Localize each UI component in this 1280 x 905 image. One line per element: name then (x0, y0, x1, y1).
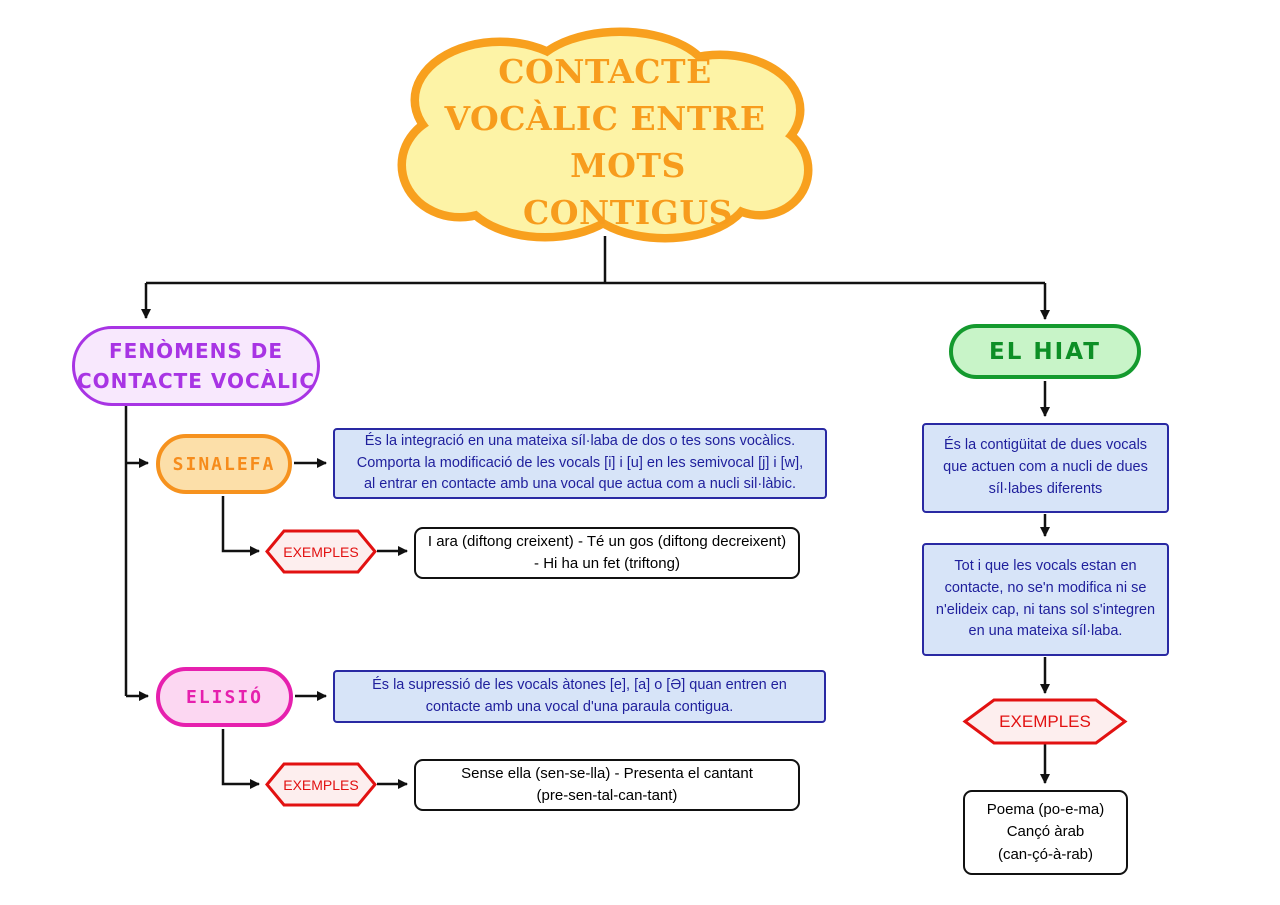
elisio-definition-text: És la supressió de les vocals àtones [e]… (372, 676, 787, 715)
elisio-definition-box: És la supressió de les vocals àtones [e]… (333, 670, 826, 723)
cloud-shape (397, 27, 813, 243)
hiat-definition-box: És la contigüitat de dues vocals que act… (922, 423, 1169, 513)
fenomens-label-line2: CONTACTE VOCÀLIC (76, 369, 316, 393)
sinalefa-label: SINALEFA (172, 453, 276, 475)
exemples-label-elisio: EXEMPLES (267, 764, 375, 805)
sinalefa-examples-text: I ara (diftong creixent) - Té un gos (di… (427, 532, 787, 573)
sinalefa-node: SINALEFA (156, 434, 292, 494)
hiat-label: EL HIAT (989, 338, 1101, 365)
elisio-label: ELISIÓ (185, 686, 264, 708)
elisio-examples-box: Sense ella (sen-se-lla) - Presenta el ca… (414, 759, 800, 811)
sinalefa-definition-text: És la integració en una mateixa síl·laba… (356, 432, 804, 493)
sinalefa-examples-box: I ara (diftong creixent) - Té un gos (di… (414, 527, 800, 579)
exemples-label-hiat-text: EXEMPLES (999, 711, 1091, 731)
hiat-node: EL HIAT (949, 324, 1141, 379)
exemples-label-sinalefa-text: EXEMPLES (283, 543, 359, 560)
hiat-definition-text: És la contigüitat de dues vocals que act… (943, 437, 1148, 497)
hiat-examples-text: Poema (po-e-ma) Cançó àrab (can-çó-à-rab… (986, 800, 1105, 863)
elisio-node: ELISIÓ (156, 667, 293, 727)
map-title-line3: MOTS CONTIGUS (523, 146, 733, 232)
exemples-label-hiat: EXEMPLES (965, 700, 1125, 743)
exemples-hexagon-elisio (265, 762, 377, 807)
connector-sinalefa-exemples (221, 496, 260, 556)
map-title: CONTACTE VOCÀLIC ENTRE MOTS CONTIGUS (430, 52, 780, 232)
connector-elisio-exemples (221, 729, 260, 789)
hiat-note-box: Tot i que les vocals estan en contacte, … (922, 543, 1169, 656)
hiat-note-text: Tot i que les vocals estan en contacte, … (935, 558, 1156, 640)
map-title-line1: CONTACTE (498, 52, 712, 92)
hiat-examples-box: Poema (po-e-ma) Cançó àrab (can-çó-à-rab… (963, 790, 1128, 875)
fenomens-node: FENÒMENS DE CONTACTE VOCÀLIC (72, 326, 320, 406)
exemples-hexagon-sinalefa (265, 529, 377, 574)
exemples-label-sinalefa: EXEMPLES (267, 531, 375, 572)
elisio-examples-text: Sense ella (sen-se-lla) - Presenta el ca… (461, 764, 753, 805)
fenomens-label-line1: FENÒMENS DE (109, 339, 283, 363)
exemples-label-elisio-text: EXEMPLES (283, 776, 359, 793)
sinalefa-definition-box: És la integració en una mateixa síl·laba… (333, 428, 827, 499)
exemples-hexagon-hiat (962, 698, 1128, 745)
map-title-line2: VOCÀLIC ENTRE (444, 99, 766, 139)
connectors (124, 236, 1050, 789)
